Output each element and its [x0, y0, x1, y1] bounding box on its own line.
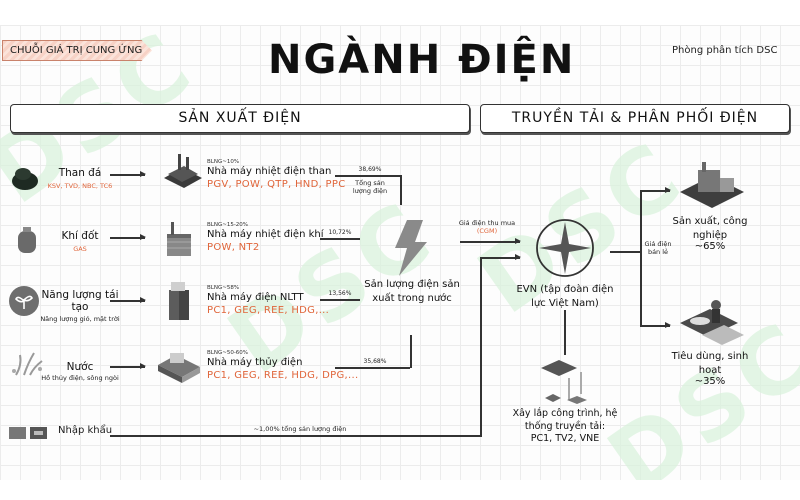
flow-arrow-to-household: [640, 322, 671, 328]
source-subtitle: Hồ thủy điện, sông ngòi: [41, 374, 119, 382]
hydro-share-connector: [410, 335, 412, 368]
page-title: NGÀNH ĐIỆN: [268, 37, 576, 83]
flow-arrow: [110, 297, 146, 303]
source-name: Nước: [66, 361, 94, 373]
renewable-share-line: [320, 299, 360, 301]
plant-meta: BLNG~50-60%: [207, 350, 249, 356]
source-name: Than đá: [58, 167, 102, 179]
import-line-vertical: [480, 257, 482, 437]
retail-line-vertical: [640, 190, 642, 325]
diagram-canvas: DSC DSC DSC DSC CHUỖI GIÁ TRỊ CUNG ỨNG N…: [0, 25, 800, 480]
domestic-output-label: Sản lượng điện sản xuất trong nước: [364, 279, 460, 304]
flow-arrow: [110, 363, 146, 369]
evn-label: EVN (tập đoàn điện lực Việt Nam): [516, 284, 614, 309]
plant-meta: BLNG~15-20%: [207, 222, 249, 228]
consumer-label: Tiêu dùng, sinh hoạt: [671, 351, 749, 376]
flow-arrow-to-industry: [640, 187, 671, 193]
consumer-share: ~65%: [694, 241, 726, 252]
sprout-icon: [8, 285, 40, 317]
plant-name: Nhà máy nhiệt điện khí: [207, 229, 324, 240]
coal-share-line: [335, 175, 400, 177]
gas-plant-icon: [163, 220, 195, 258]
coal-share: 38,69%: [358, 166, 382, 173]
import-share: ~1,00% tổng sản lượng điện: [253, 425, 347, 433]
construction-line: [564, 310, 566, 355]
water-splash-icon: [8, 347, 46, 377]
coal-icon: [10, 163, 40, 193]
hydro-share: 35,68%: [363, 358, 387, 365]
section-production: SẢN XUẤT ĐIỆN: [10, 104, 470, 133]
plant-companies: PC1, GEG, REE, HDG, DPG,...: [207, 370, 359, 381]
purchase-price-label: Giá điện thu mua (CGM): [457, 219, 517, 236]
household-sofa-icon: [678, 295, 746, 347]
factory-city-icon: [678, 160, 746, 210]
plant-name: Nhà máy điện NLTT: [207, 292, 304, 303]
purchase-price-suffix: (CGM): [476, 227, 498, 236]
flow-arrow-to-evn: [480, 254, 521, 260]
source-name: Nhập khẩu: [58, 425, 113, 436]
section-header-row: SẢN XUẤT ĐIỆN TRUYỀN TẢI & PHÂN PHỐI ĐIỆ…: [0, 100, 800, 140]
flow-arrow: [110, 171, 146, 177]
import-line: [110, 435, 480, 437]
flow-arrow: [110, 234, 146, 240]
renewable-plant-icon: [165, 280, 193, 322]
consumer-label: Sản xuất, công nghiệp: [672, 216, 748, 241]
source-name: Năng lượng tái tạo: [41, 289, 119, 313]
grid-construction-icon: [537, 358, 597, 410]
construction-companies: PC1, TV2, VNE: [530, 433, 600, 444]
hydro-share-line: [335, 367, 410, 369]
gas-tank-icon: [12, 225, 42, 255]
retail-line: [610, 251, 640, 253]
lightning-icon: [393, 220, 429, 276]
renewable-share: 13,56%: [328, 290, 352, 297]
plant-companies: POW, NT2: [207, 242, 260, 253]
construction-label: Xây lắp công trình, hệ thống truyền tải:: [512, 408, 618, 432]
coal-plant-icon: [162, 152, 204, 190]
plant-name: Nhà máy nhiệt điện than: [207, 166, 332, 177]
coal-share-connector: [400, 175, 402, 205]
gas-share: 10,72%: [328, 229, 352, 236]
source-subtitle: Năng lượng gió, mặt trời: [40, 315, 120, 323]
gas-share-line: [320, 238, 360, 240]
plant-companies: PGV, POW, QTP, HND, PPC: [207, 179, 346, 190]
purchase-price-text: Giá điện thu mua: [458, 219, 516, 227]
plant-name: Nhà máy thủy điện: [207, 357, 303, 368]
flags-icon: [9, 425, 49, 439]
source-name: Khí đốt: [61, 230, 99, 242]
author-label: Phòng phân tích DSC: [672, 45, 778, 56]
total-output-label: Tổng sản lượng điện: [352, 179, 388, 196]
consumer-share: ~35%: [694, 376, 726, 387]
plant-meta: BLNG~58%: [207, 285, 240, 291]
flow-arrow-to-evn: [460, 238, 521, 244]
source-companies: GAS: [73, 245, 87, 253]
hydro-plant-icon: [156, 347, 202, 383]
value-chain-tag: CHUỖI GIÁ TRỊ CUNG ỨNG: [2, 40, 152, 61]
retail-price-label: Giá điện bán lẻ: [644, 240, 672, 257]
plant-meta: BLNG~10%: [207, 159, 240, 165]
plant-companies: PC1, GEG, REE, HDG,...: [207, 305, 330, 316]
source-companies: KSV, TVD, NBC, TC6: [47, 182, 113, 190]
evn-star-icon: [535, 218, 595, 278]
section-transmission: TRUYỀN TẢI & PHÂN PHỐI ĐIỆN: [480, 104, 790, 133]
